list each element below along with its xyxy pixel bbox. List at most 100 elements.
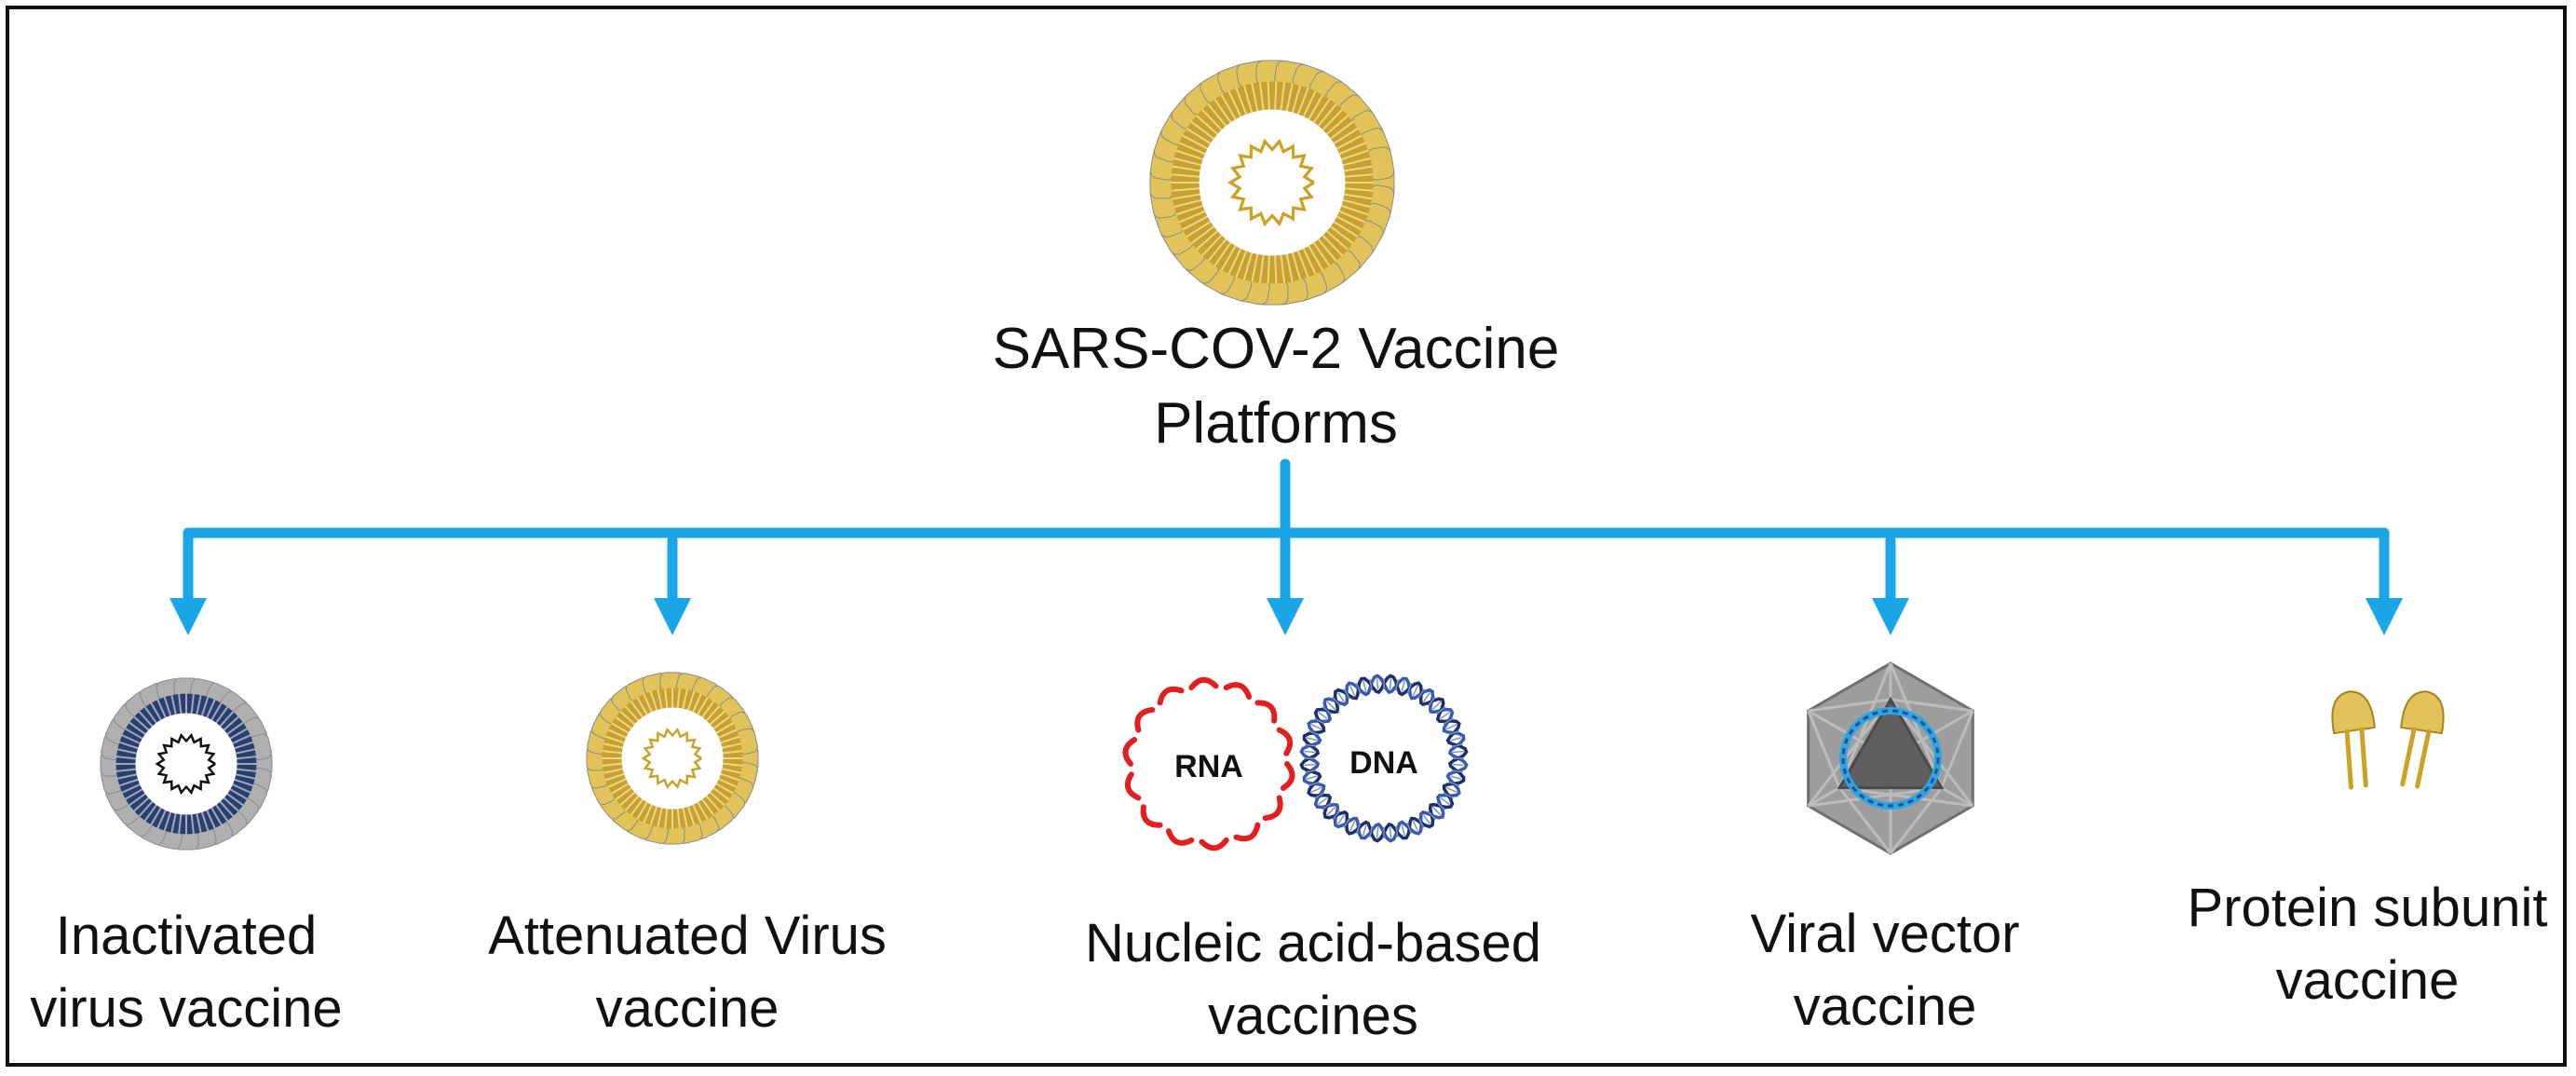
envelope-tick xyxy=(709,791,725,807)
envelope-tick xyxy=(1335,215,1363,231)
envelope-tick xyxy=(682,689,688,710)
capsid-edge xyxy=(1837,662,1892,789)
envelope-tick xyxy=(170,695,177,715)
envelope-tick xyxy=(649,806,658,826)
dna-base-pair xyxy=(1332,810,1341,821)
rna-segment xyxy=(1223,682,1253,700)
protein-stalk xyxy=(2400,727,2417,787)
envelope-tick xyxy=(1322,109,1343,131)
envelope-tick xyxy=(705,705,721,722)
dna-base-pair xyxy=(1332,696,1341,706)
dna-base-pair xyxy=(1306,737,1318,742)
envelope-tick xyxy=(636,801,648,820)
envelope-tick xyxy=(1201,109,1223,131)
envelope-tick xyxy=(686,806,696,826)
dna-label: DNA xyxy=(1349,745,1418,781)
dna-base-pair xyxy=(1443,717,1454,725)
envelope-tick xyxy=(1317,238,1337,262)
dna-base-pair xyxy=(1326,701,1336,711)
root-title: SARS-COV-2 Vaccine Platforms xyxy=(993,312,1560,461)
envelope-tick xyxy=(1333,128,1359,145)
envelope-tick xyxy=(715,783,734,795)
envelope-tick xyxy=(121,783,141,794)
dna-base-pair xyxy=(1412,685,1419,697)
envelope-tick xyxy=(1201,234,1223,256)
envelope-tick xyxy=(722,750,743,755)
protein-stalk xyxy=(2359,727,2368,788)
dna-base-pair xyxy=(1355,823,1362,835)
inner-band xyxy=(613,699,732,818)
envelope-tick xyxy=(1335,134,1363,150)
envelope-tick xyxy=(1242,252,1254,280)
envelope-tick xyxy=(1325,229,1349,251)
envelope-tick xyxy=(156,699,167,718)
envelope-band xyxy=(115,693,257,835)
protein-subunit-icon xyxy=(2331,690,2445,790)
envelope-tick xyxy=(150,702,162,721)
envelope-tick xyxy=(1173,157,1202,167)
coronavirus-icon xyxy=(1149,60,1395,306)
envelope-tick xyxy=(611,722,630,734)
envelope-tick xyxy=(636,697,648,715)
dna-base-pair xyxy=(1355,682,1362,694)
dna-base-pair xyxy=(1448,781,1460,787)
dna-base-pair xyxy=(1343,688,1350,700)
envelope-tick xyxy=(1338,142,1366,156)
envelope-tick xyxy=(1291,252,1302,280)
platform-label-line-1: Inactivated xyxy=(55,906,318,966)
envelope-tick xyxy=(1220,94,1237,121)
envelope-tick xyxy=(712,715,730,729)
diagram-frame xyxy=(6,6,2567,1067)
envelope-tick xyxy=(607,729,627,739)
envelope-tick xyxy=(664,808,669,829)
envelope-tick xyxy=(1207,103,1227,128)
envelope-tick xyxy=(1308,244,1324,271)
rna-icon: RNA xyxy=(1122,676,1295,851)
inner-band xyxy=(1186,97,1358,268)
envelope-tick xyxy=(190,813,195,835)
rna-segment xyxy=(1122,737,1138,767)
platform-label-line-1: Viral vector xyxy=(1750,904,2020,964)
dna-base-pair xyxy=(1310,723,1322,730)
capsid-edge xyxy=(1889,786,1943,854)
envelope-tick xyxy=(1317,103,1337,128)
envelope-tick xyxy=(125,788,143,800)
envelope-tick xyxy=(676,688,681,709)
capsid-edge xyxy=(1807,710,1841,789)
envelope-tick xyxy=(234,741,254,750)
envelope-tick xyxy=(133,715,150,731)
envelope-tick xyxy=(236,756,257,760)
dna-base-pair xyxy=(1310,786,1322,794)
dna-base-pair xyxy=(1314,792,1325,799)
envelope-tick xyxy=(200,811,210,832)
envelope-tick xyxy=(1190,120,1215,141)
envelope-tick xyxy=(215,706,229,724)
envelope-tick xyxy=(615,715,632,729)
envelope-tick xyxy=(602,762,623,767)
envelope-tick xyxy=(1325,115,1349,136)
capsid-edge xyxy=(1941,786,1974,808)
envelope-tick xyxy=(1172,165,1201,172)
envelope-tick xyxy=(1329,225,1354,245)
envelope-tick xyxy=(1340,204,1369,216)
envelope-tick xyxy=(1296,88,1309,116)
genome-strand xyxy=(1227,138,1315,227)
envelope-tick xyxy=(722,762,743,767)
envelope-tick xyxy=(718,729,738,739)
dna-base-pair xyxy=(1417,817,1425,828)
envelope-tick xyxy=(1280,254,1286,283)
envelope-tick xyxy=(178,693,183,715)
dna-base-pair xyxy=(1322,706,1332,715)
envelope-tick xyxy=(607,778,627,788)
envelope-tick xyxy=(1213,99,1232,124)
envelope-tick xyxy=(721,742,741,749)
envelope-tick xyxy=(226,721,244,735)
dna-base-pair xyxy=(1401,824,1405,837)
envelope-tick xyxy=(630,798,644,816)
dna-base-pair xyxy=(1395,825,1399,838)
envelope-tick xyxy=(619,710,636,726)
dna-base-pair xyxy=(1304,750,1316,754)
dna-base-pair xyxy=(1451,770,1463,773)
envelope-tick xyxy=(1258,82,1265,111)
dna-base-pair xyxy=(1305,743,1317,747)
